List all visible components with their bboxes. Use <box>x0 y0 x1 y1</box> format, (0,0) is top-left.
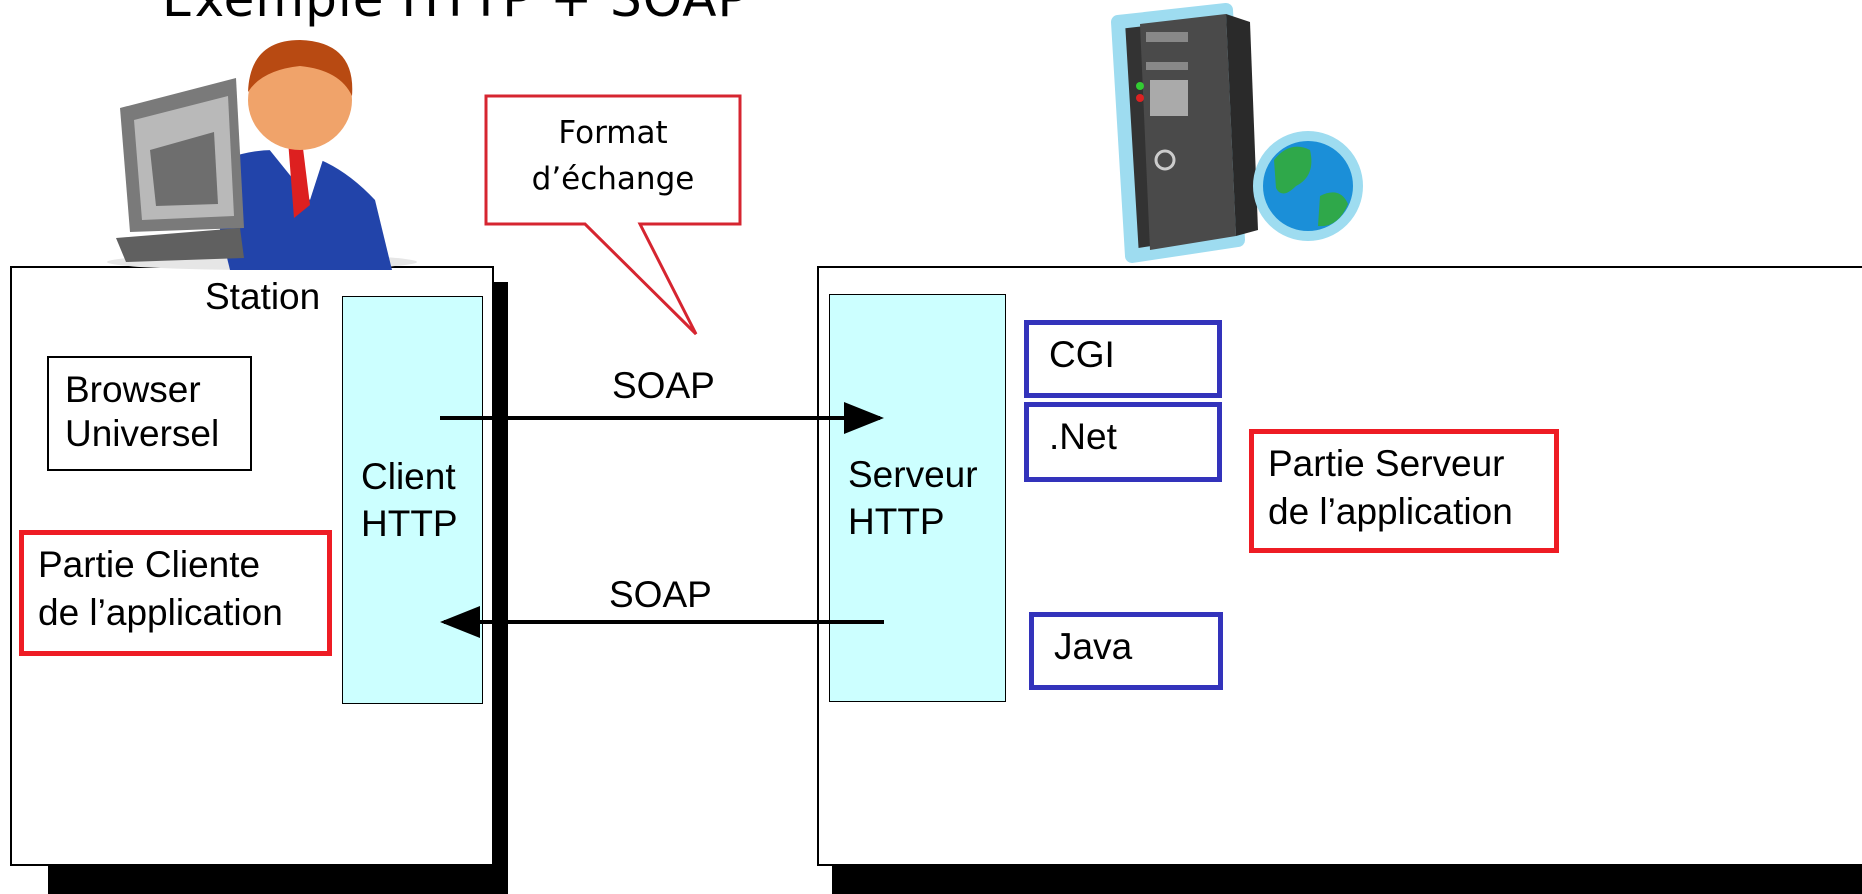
module-java-box: Java <box>1029 612 1223 690</box>
browser-box: Browser Universel <box>47 356 252 471</box>
client-app-part-line2: de l’application <box>38 592 283 633</box>
module-cgi-label: CGI <box>1049 334 1115 375</box>
station-label: Station <box>205 275 327 319</box>
callout-line2: d’échange <box>531 161 695 197</box>
module-dotnet-box: .Net <box>1024 402 1222 482</box>
module-dotnet-label: .Net <box>1049 416 1117 457</box>
http-server-line2: HTTP <box>848 501 945 542</box>
soap-request-label: SOAP <box>612 365 715 406</box>
callout-line1: Format <box>558 115 668 151</box>
user-workstation-icon <box>107 40 417 270</box>
soap-response-label: SOAP <box>609 574 712 615</box>
client-app-part-line1: Partie Cliente <box>38 544 261 585</box>
server-app-part-box: Partie Serveur de l’application <box>1249 429 1559 553</box>
client-app-part-box: Partie Cliente de l’application <box>19 530 332 656</box>
slide-title: Exemple HTTP + SOAP <box>162 0 749 28</box>
callout-bubble <box>484 94 742 336</box>
http-server-line1: Serveur <box>848 454 978 495</box>
server-globe-icon <box>1111 3 1363 263</box>
module-java-label: Java <box>1054 626 1133 667</box>
browser-line2: Universel <box>65 413 220 454</box>
http-server-box: Serveur HTTP <box>829 294 1006 702</box>
callout-text: Format d’échange <box>486 110 740 202</box>
http-client-line2: HTTP <box>361 503 458 544</box>
browser-line1: Browser <box>65 369 201 410</box>
module-cgi-box: CGI <box>1024 320 1222 398</box>
server-app-part-line1: Partie Serveur <box>1268 443 1505 484</box>
server-app-part-line2: de l’application <box>1268 491 1513 532</box>
http-client-line1: Client <box>361 456 456 497</box>
